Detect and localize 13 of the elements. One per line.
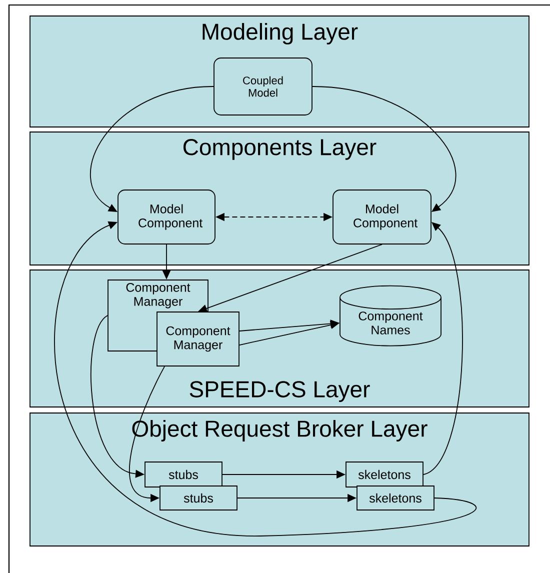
process-box: skeletons <box>356 486 434 510</box>
arrow <box>90 86 214 212</box>
arrow <box>54 221 477 536</box>
component-box: Model Component <box>332 190 432 244</box>
component-box: Model Component <box>118 190 216 244</box>
arrow <box>423 222 463 475</box>
database-cylinder: Component Names <box>340 285 442 346</box>
process-box: stubs <box>160 486 238 510</box>
arrow <box>312 86 456 212</box>
component-box: Coupled Model <box>214 58 312 116</box>
process-box: Component Manager <box>156 312 240 366</box>
process-box: skeletons <box>346 462 424 488</box>
process-box: stubs <box>144 462 222 488</box>
